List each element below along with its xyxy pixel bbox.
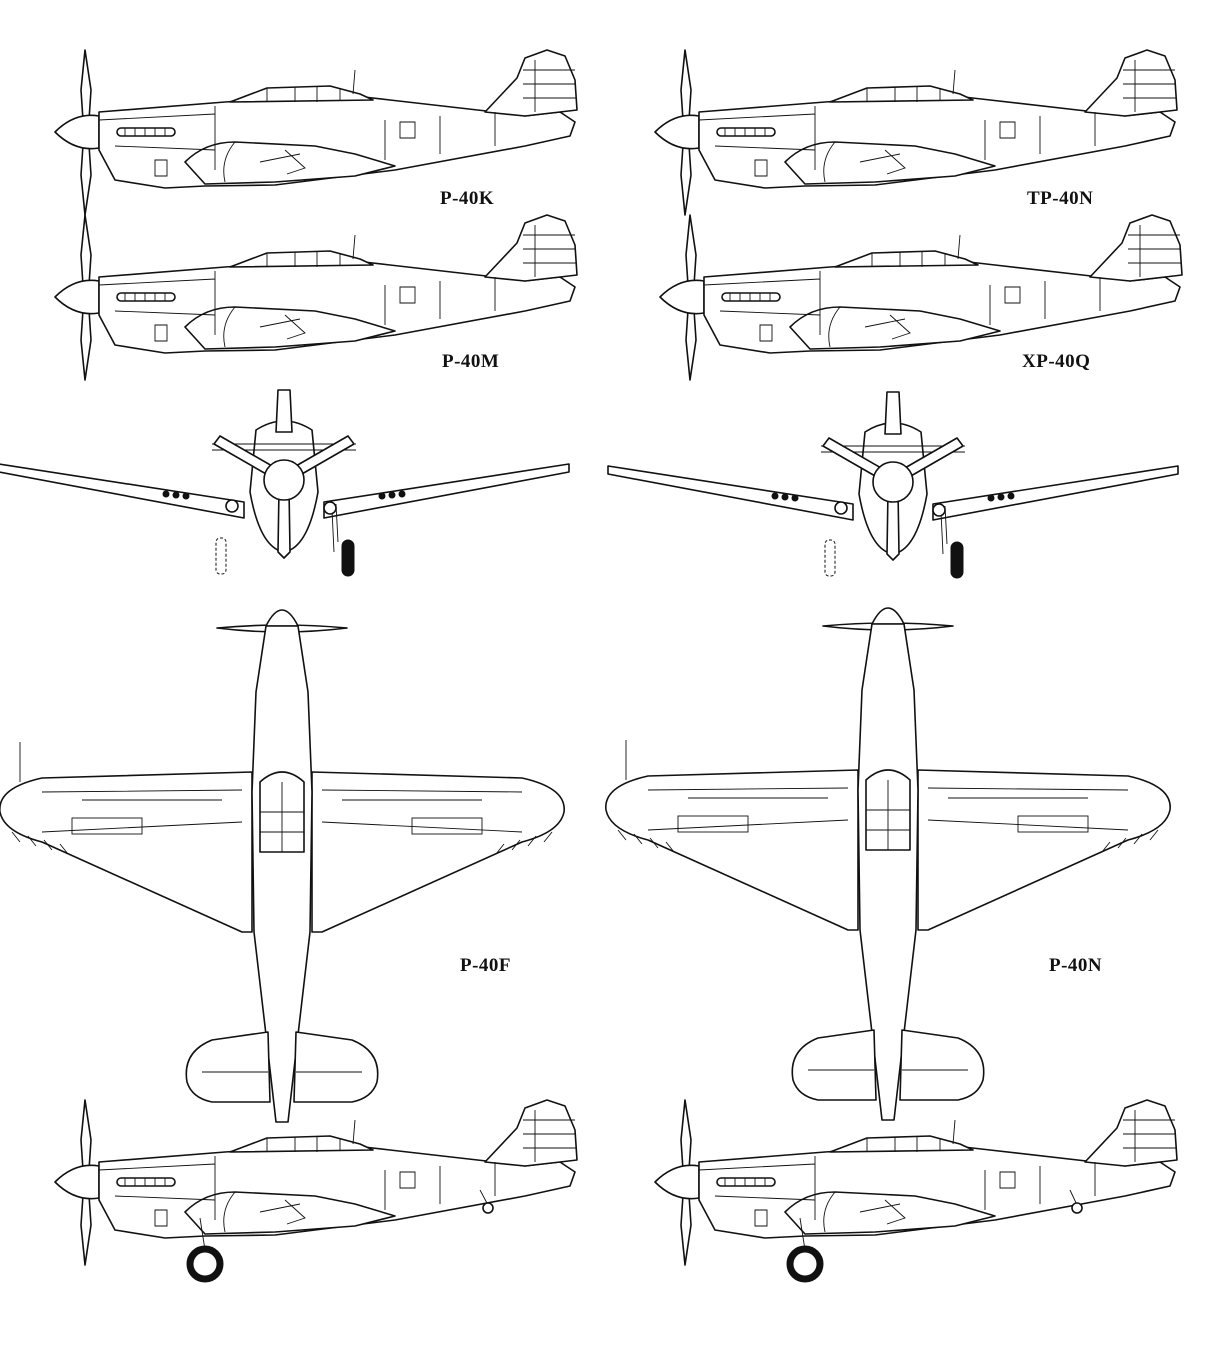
label-tp40n: TP-40N: [1027, 188, 1094, 209]
p40n-plan-view: [605, 607, 1171, 1121]
xp40q-side-view: [659, 214, 1183, 381]
label-p40f: P-40F: [460, 955, 512, 976]
tp40n-side-view: [654, 49, 1178, 216]
p40f-plan-view: [0, 609, 565, 1123]
label-p40n: P-40N: [1049, 955, 1103, 976]
p40n-side-view: [654, 1099, 1178, 1283]
p40n-front-view: [607, 391, 1179, 579]
p40f-front-view: [0, 389, 570, 577]
label-p40m: P-40M: [442, 351, 500, 372]
p40k-side-view: [54, 49, 578, 216]
label-xp40q: XP-40Q: [1022, 351, 1091, 372]
label-p40k: P-40K: [440, 188, 495, 209]
p40f-side-view: [54, 1099, 578, 1283]
